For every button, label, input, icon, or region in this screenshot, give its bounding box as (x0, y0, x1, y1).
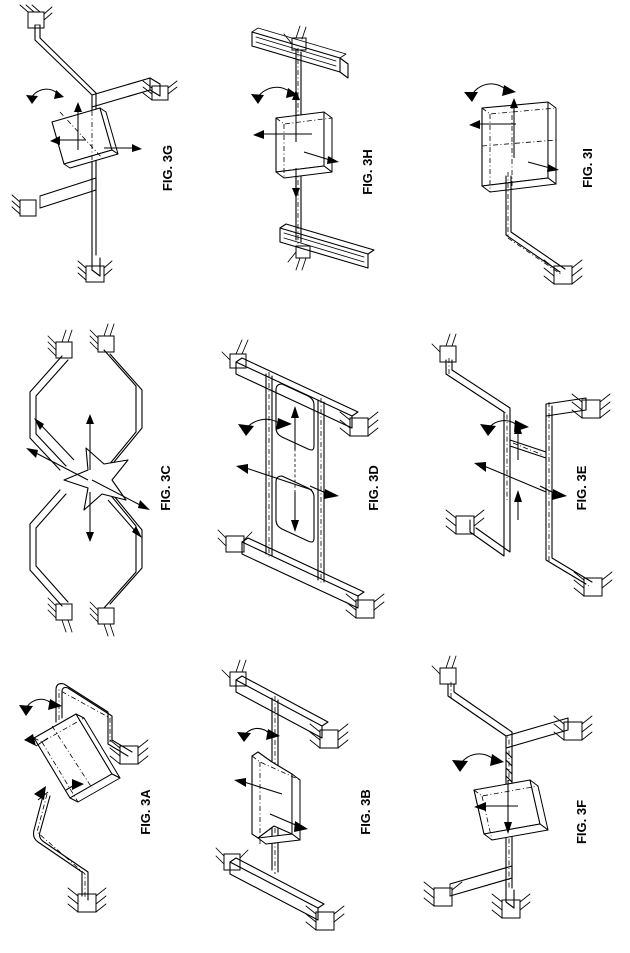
mechanism-drawing-3i (464, 83, 583, 285)
figure-panel-3g: FIG. 3G (0, 0, 210, 320)
mechanism-drawing-3g (11, 4, 178, 283)
mechanism-drawing-3d (217, 339, 385, 619)
figure-label-3h: FIG. 3H (360, 149, 375, 195)
mechanism-drawing-3b (215, 659, 349, 931)
figure-panel-3h: FIG. 3H (200, 0, 420, 320)
figure-panel-3e: FIG. 3E (400, 320, 630, 640)
mechanism-drawing-3h (251, 25, 375, 271)
figure-label-3d: FIG. 3D (366, 465, 381, 511)
figure-label-3b: FIG. 3B (358, 789, 373, 835)
figure-label-3a: FIG. 3A (138, 789, 153, 835)
figure-label-3c: FIG. 3C (158, 465, 173, 511)
figure-panel-3a: FIG. 3A (0, 640, 210, 953)
figure-panel-3f: FIG. 3F (400, 640, 630, 953)
figure-panel-3b: FIG. 3B (200, 640, 420, 953)
figure-panel-3i: FIG. 3I (420, 0, 630, 320)
mechanism-drawing-3e (431, 333, 613, 597)
figure-label-3g: FIG. 3G (160, 145, 175, 191)
mechanism-drawing-3c (26, 323, 150, 637)
figure-panel-3d: FIG. 3D (200, 320, 420, 640)
mechanism-drawing-3a (19, 683, 149, 913)
figure-label-3e: FIG. 3E (574, 465, 589, 510)
figure-label-3f: FIG. 3F (574, 800, 589, 844)
figure-label-3i: FIG. 3I (580, 148, 595, 188)
mechanism-drawing-3f (423, 655, 593, 919)
figure-panel-3c: FIG. 3C (0, 320, 210, 640)
